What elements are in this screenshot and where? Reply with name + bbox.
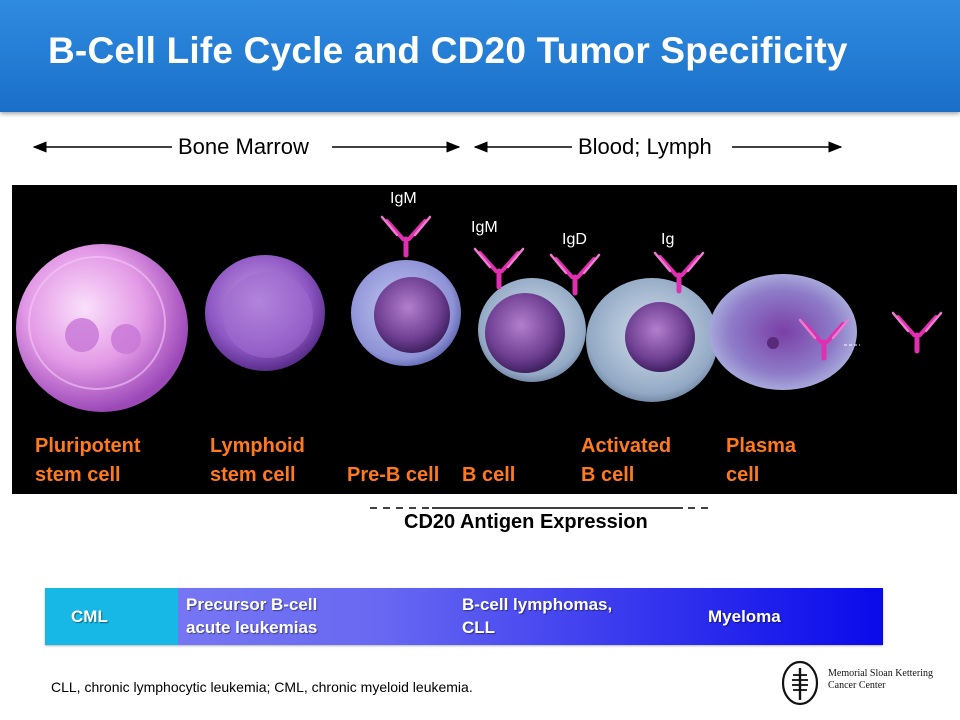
cell-label-pre-b: Pre-B cell [347, 464, 440, 486]
cell-label-lymphoid: Lymphoid stem cell [210, 435, 305, 486]
b-cell [475, 249, 599, 382]
lymphoid-stem-cell [205, 255, 325, 371]
region-label-blood-lymph: Blood; Lymph [572, 134, 718, 160]
title-banner: B-Cell Life Cycle and CD20 Tumor Specifi… [0, 0, 960, 112]
cd20-expression-line [370, 507, 712, 509]
activated-b-cell [586, 253, 718, 402]
footnote: CLL, chronic lymphocytic leukemia; CML, … [51, 679, 473, 695]
cell-diagram-panel: IgM IgM IgD Ig Pluripotent stem cell Lym… [12, 185, 957, 494]
region-label-bone-marrow: Bone Marrow [172, 134, 315, 160]
disease-spectrum-bar: CML Precursor B-cell acute leukemias B-c… [45, 588, 883, 645]
ig-label-ig-activated: Ig [661, 231, 675, 248]
pre-b-cell [351, 217, 461, 366]
ig-label-igm-b: IgM [471, 219, 498, 236]
cell-illustrations [16, 185, 957, 412]
cell-label-pluripotent: Pluripotent stem cell [35, 435, 141, 486]
disease-label-myeloma: Myeloma [708, 607, 781, 626]
cml-band [45, 588, 178, 645]
cell-label-b-cell: B cell [462, 464, 516, 486]
region-arrows [32, 141, 843, 153]
disease-label-cml: CML [71, 607, 108, 626]
plasma-cell [709, 274, 860, 390]
msk-logo-text: Memorial Sloan Kettering Cancer Center [828, 668, 933, 691]
pluripotent-stem-cell [16, 244, 188, 412]
msk-logo-mark [781, 660, 819, 706]
cell-label-activated: Activated B cell [581, 435, 672, 486]
disease-label-precursor: Precursor B-cell acute leukemias [186, 595, 318, 637]
cd20-expression-label: CD20 Antigen Expression [404, 511, 648, 533]
disease-label-lymphomas: B-cell lymphomas, CLL [462, 595, 613, 637]
cell-label-plasma: Plasma cell [726, 435, 797, 486]
msk-logo: Memorial Sloan Kettering Cancer Center [780, 658, 950, 708]
ig-label-igm-preb: IgM [390, 190, 417, 207]
ig-label-igd-b: IgD [562, 231, 587, 248]
page-title: B-Cell Life Cycle and CD20 Tumor Specifi… [48, 30, 848, 71]
